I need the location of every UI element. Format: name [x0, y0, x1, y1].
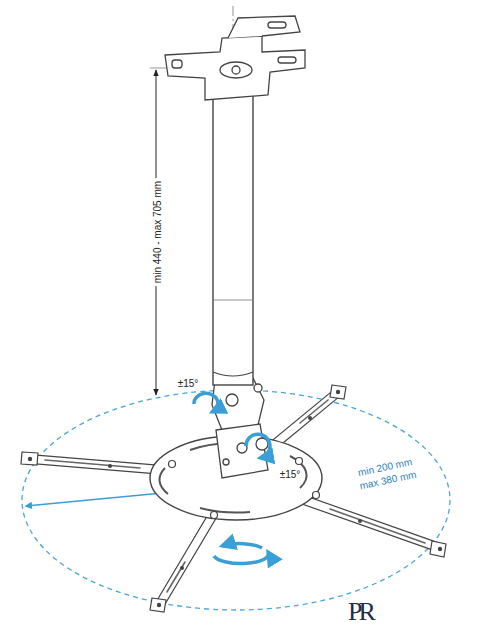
- ceiling-bracket: [165, 16, 305, 100]
- rotation-arrows: [194, 393, 270, 563]
- logo: PR: [348, 598, 372, 627]
- tilt-joint: [212, 376, 268, 478]
- extension-pole: [213, 95, 253, 385]
- dimension-label: min 440 - max 705 mm: [152, 178, 163, 286]
- tilt-angle: ±15°: [178, 378, 199, 389]
- tilt-angle: ±15°: [280, 469, 301, 480]
